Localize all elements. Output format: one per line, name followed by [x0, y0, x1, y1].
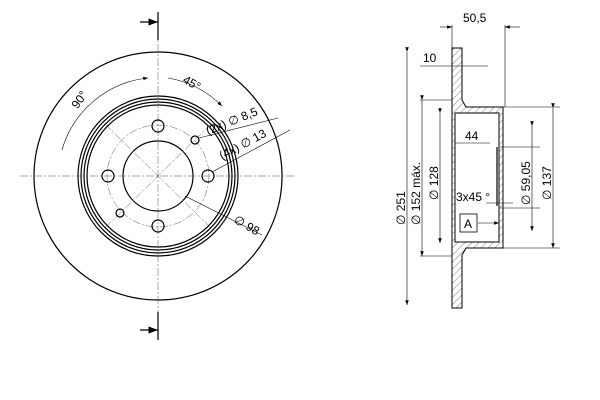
dia-center-label: ∅ 59,05 — [519, 161, 533, 205]
thickness-label: 10 — [423, 51, 437, 65]
angle-90-label: 90° — [68, 88, 90, 111]
pcd-label: ∅ 98 — [232, 212, 263, 238]
front-view: 45° 90° (2x) ∅ 8,5 (4x) ∅ 13 ∅ 98 — [20, 12, 296, 340]
datum-box — [459, 213, 478, 233]
angle-45-label: 45° — [180, 72, 203, 93]
side-view: 50,5 10 44 ∅ 251 ∅ 152 máx. ∅ 128 ∅ 59,0… — [394, 11, 560, 309]
hub-depth-label: 44 — [465, 129, 479, 143]
datum-label: A — [464, 217, 472, 231]
width-total-label: 50,5 — [463, 11, 487, 25]
chamfer-label: 3x45 ° — [456, 190, 490, 204]
dia-137-label: ∅ 137 — [540, 166, 554, 200]
dia-friction-label: ∅ 152 máx. — [409, 162, 423, 225]
bolt-holes — [101, 119, 215, 233]
dia-outer-label: ∅ 251 — [394, 191, 408, 225]
dia-128-label: ∅ 128 — [427, 166, 441, 200]
